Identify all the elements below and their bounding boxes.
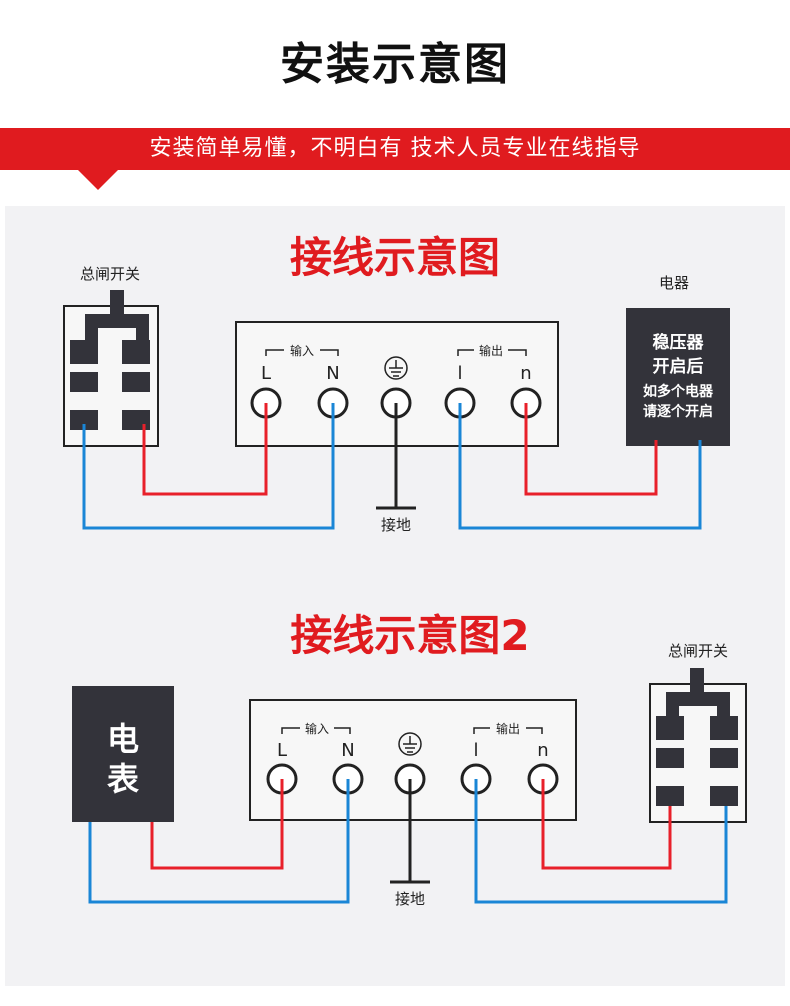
stabilizer-line-2: 开启后 [653, 356, 704, 377]
diagram-1-stabilizer: 稳压器 开启后 如多个电器 请逐个开启 [626, 308, 730, 446]
diagram-1-output-label: 输出 [479, 343, 503, 358]
diagram-1-appliance-label: 电器 [659, 274, 689, 292]
diagram-2-terminal-n: n [537, 740, 548, 761]
diagram-1-neutral-out-wire [458, 403, 702, 530]
diagram-1-terminal-N: N [326, 363, 339, 384]
diagram-1: 接线示意图 总闸开关 输入 输出 L N [63, 233, 730, 534]
diagram-1-neutral-in-wire [82, 403, 335, 530]
diagram-1-main-switch [63, 290, 159, 447]
diagram-2-terminal-block: 输入 输出 L N l n [249, 699, 577, 821]
diagram-1-live-out-wire [524, 403, 658, 496]
banner: 安装简单易懂，不明白有 技术人员专业在线指导 [0, 128, 790, 170]
diagram-2-neutral-out-wire [474, 779, 728, 904]
diagram-2-output-label: 输出 [496, 721, 520, 736]
diagram-1-heading: 接线示意图 [290, 233, 500, 282]
diagram-1-terminal-L: L [261, 363, 271, 384]
diagram-2-switch-label: 总闸开关 [668, 642, 728, 660]
diagram-1-terminal-l: l [457, 363, 462, 384]
diagram-2-ground-label: 接地 [395, 890, 425, 908]
meter-line-1: 电 [107, 720, 139, 758]
diagram-1-ground-label: 接地 [381, 516, 411, 534]
diagram-2-terminal-l: l [473, 740, 478, 761]
stabilizer-line-4: 请逐个开启 [643, 403, 713, 420]
diagram-2-electric-meter: 电 表 [72, 686, 174, 822]
diagram-2-main-switch [649, 668, 747, 823]
banner-notch [78, 170, 118, 190]
diagram-2-terminal-N: N [341, 740, 354, 761]
diagram-2-live-in-wire [150, 779, 284, 870]
diagram-2: 接线示意图2 电 表 输入 输出 L N l n [72, 611, 747, 908]
diagram-1-live-in-wire [142, 403, 268, 496]
diagram-2-heading: 接线示意图2 [290, 611, 529, 660]
diagram-2-terminal-L: L [277, 740, 287, 761]
stabilizer-line-1: 稳压器 [653, 332, 705, 353]
page-title: 安装示意图 [280, 39, 510, 90]
meter-line-2: 表 [107, 760, 139, 798]
diagram-2-neutral-in-wire [88, 779, 350, 904]
diagram-1-terminal-n: n [520, 363, 531, 384]
diagram-2-ground-icon [398, 732, 422, 756]
diagram-2-input-label: 输入 [305, 721, 329, 736]
diagram-2-live-out-wire [541, 779, 672, 870]
diagram-1-input-label: 输入 [290, 343, 314, 358]
diagram-1-switch-label: 总闸开关 [80, 265, 140, 283]
diagram-1-ground-icon [384, 356, 408, 380]
stabilizer-line-3: 如多个电器 [643, 383, 714, 400]
